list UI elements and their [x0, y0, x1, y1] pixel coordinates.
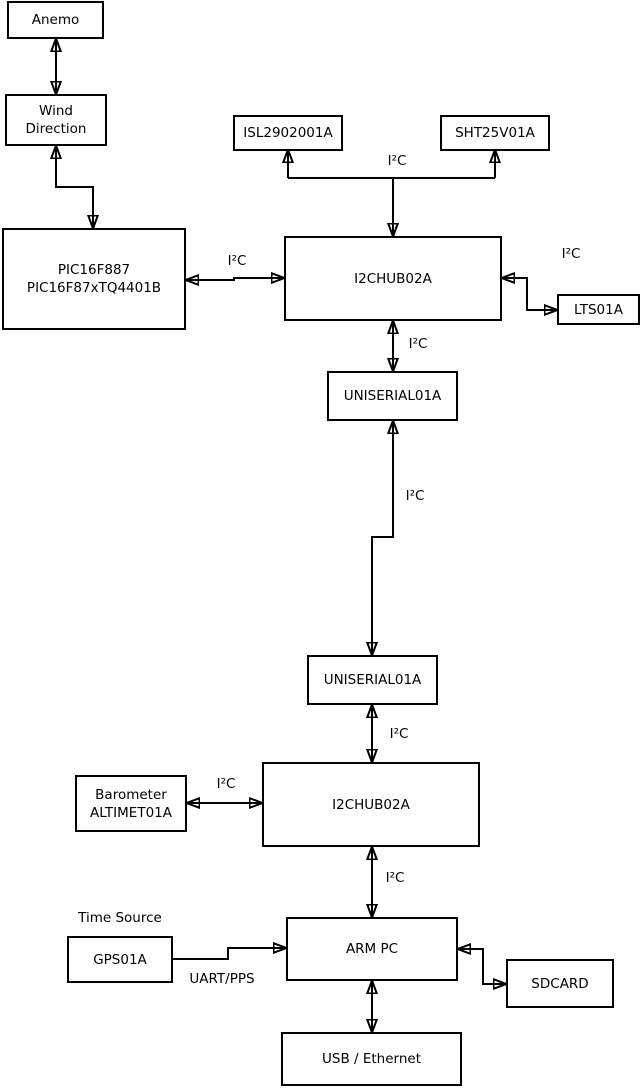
label-i2c-pic-hub1: I²C — [226, 253, 248, 269]
node-sdcard: SDCARD — [506, 959, 614, 1008]
node-uniserial01a-1-label: UNISERIAL01A — [343, 388, 442, 404]
node-uniserial01a-2: UNISERIAL01A — [307, 655, 438, 705]
node-sht25v01a: SHT25V01A — [440, 115, 550, 151]
label-i2c-barometer-hub2: I²C — [215, 776, 237, 792]
edge-winddirection-pic — [56, 146, 93, 228]
label-i2c-hub1-uniserial1: I²C — [407, 336, 429, 352]
label-i2c-isl-sht: I²C — [386, 153, 408, 169]
node-wind-direction: Wind Direction — [5, 94, 107, 146]
label-i2c-hub1-lts: I²C — [560, 246, 582, 262]
node-pic16f887-line1: PIC16F887 — [57, 262, 131, 278]
node-arm-pc-label: ARM PC — [345, 941, 399, 957]
node-wind-direction-line1: Wind — [39, 103, 73, 119]
node-arm-pc: ARM PC — [286, 917, 458, 981]
node-i2chub02a-1-label: I2CHUB02A — [354, 270, 432, 287]
node-lts01a: LTS01A — [557, 294, 640, 325]
node-gps01a-label: GPS01A — [93, 951, 147, 968]
node-gps01a: GPS01A — [67, 936, 173, 983]
node-lts01a-label: LTS01A — [574, 301, 623, 318]
edge-gps-armpc — [173, 948, 286, 960]
node-wind-direction-line2: Direction — [25, 121, 87, 137]
node-isl2902001a-label: ISL2902001A — [243, 125, 333, 141]
node-pic16f887: PIC16F887 PIC16F87xTQ4401B — [2, 228, 186, 330]
edge-pic-i2chub1 — [186, 278, 284, 280]
node-anemo-label: Anemo — [31, 12, 80, 28]
node-usb-ethernet: USB / Ethernet — [281, 1032, 462, 1086]
label-time-source: Time Source — [77, 910, 163, 926]
node-barometer-line2: ALTIMET01A — [90, 804, 172, 821]
node-uniserial01a-2-label: UNISERIAL01A — [323, 672, 422, 688]
node-anemo: Anemo — [7, 1, 104, 39]
node-i2chub02a-2-label: I2CHUB02A — [332, 796, 410, 813]
label-uart-pps: UART/PPS — [188, 971, 256, 987]
edge-uniserial1-uniserial2 — [372, 421, 393, 655]
node-sht25v01a-label: SHT25V01A — [455, 125, 535, 141]
node-sdcard-label: SDCARD — [531, 975, 589, 992]
label-i2c-uniserial2-hub2: I²C — [388, 726, 410, 742]
node-i2chub02a-1: I2CHUB02A — [284, 236, 502, 321]
node-barometer-line1: Barometer — [95, 786, 167, 803]
node-isl2902001a: ISL2902001A — [233, 115, 343, 151]
node-pic16f887-line2: PIC16F87xTQ4401B — [26, 280, 162, 296]
edge-armpc-sdcard — [458, 949, 506, 984]
label-i2c-hub2-armpc: I²C — [384, 870, 406, 886]
node-i2chub02a-2: I2CHUB02A — [262, 762, 480, 847]
node-uniserial01a-1: UNISERIAL01A — [327, 371, 458, 421]
node-barometer: Barometer ALTIMET01A — [75, 775, 187, 832]
label-i2c-uniserial1-uniserial2: I²C — [404, 488, 426, 504]
edge-i2chub1-lts — [502, 278, 557, 310]
node-usb-ethernet-label: USB / Ethernet — [322, 1051, 421, 1067]
